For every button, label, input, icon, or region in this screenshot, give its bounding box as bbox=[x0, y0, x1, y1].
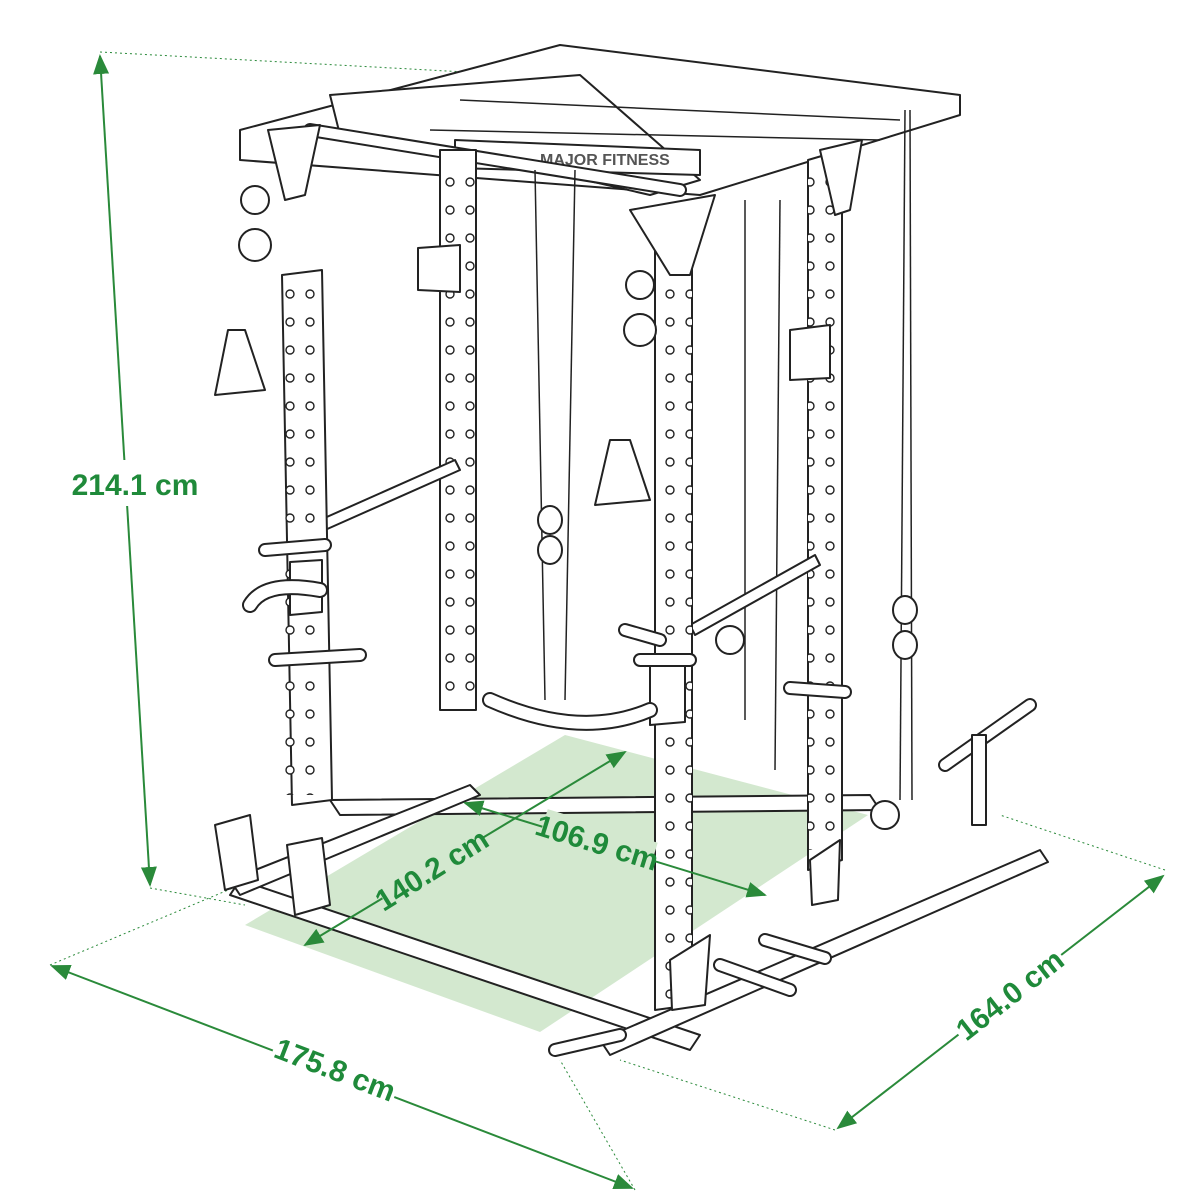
overall-width-label: 175.8 cm bbox=[270, 1032, 400, 1108]
height-label: 214.1 cm bbox=[72, 469, 199, 502]
logo: MAJOR FITNESS bbox=[540, 152, 670, 169]
overall-depth-label: 164.0 cm bbox=[950, 943, 1070, 1047]
